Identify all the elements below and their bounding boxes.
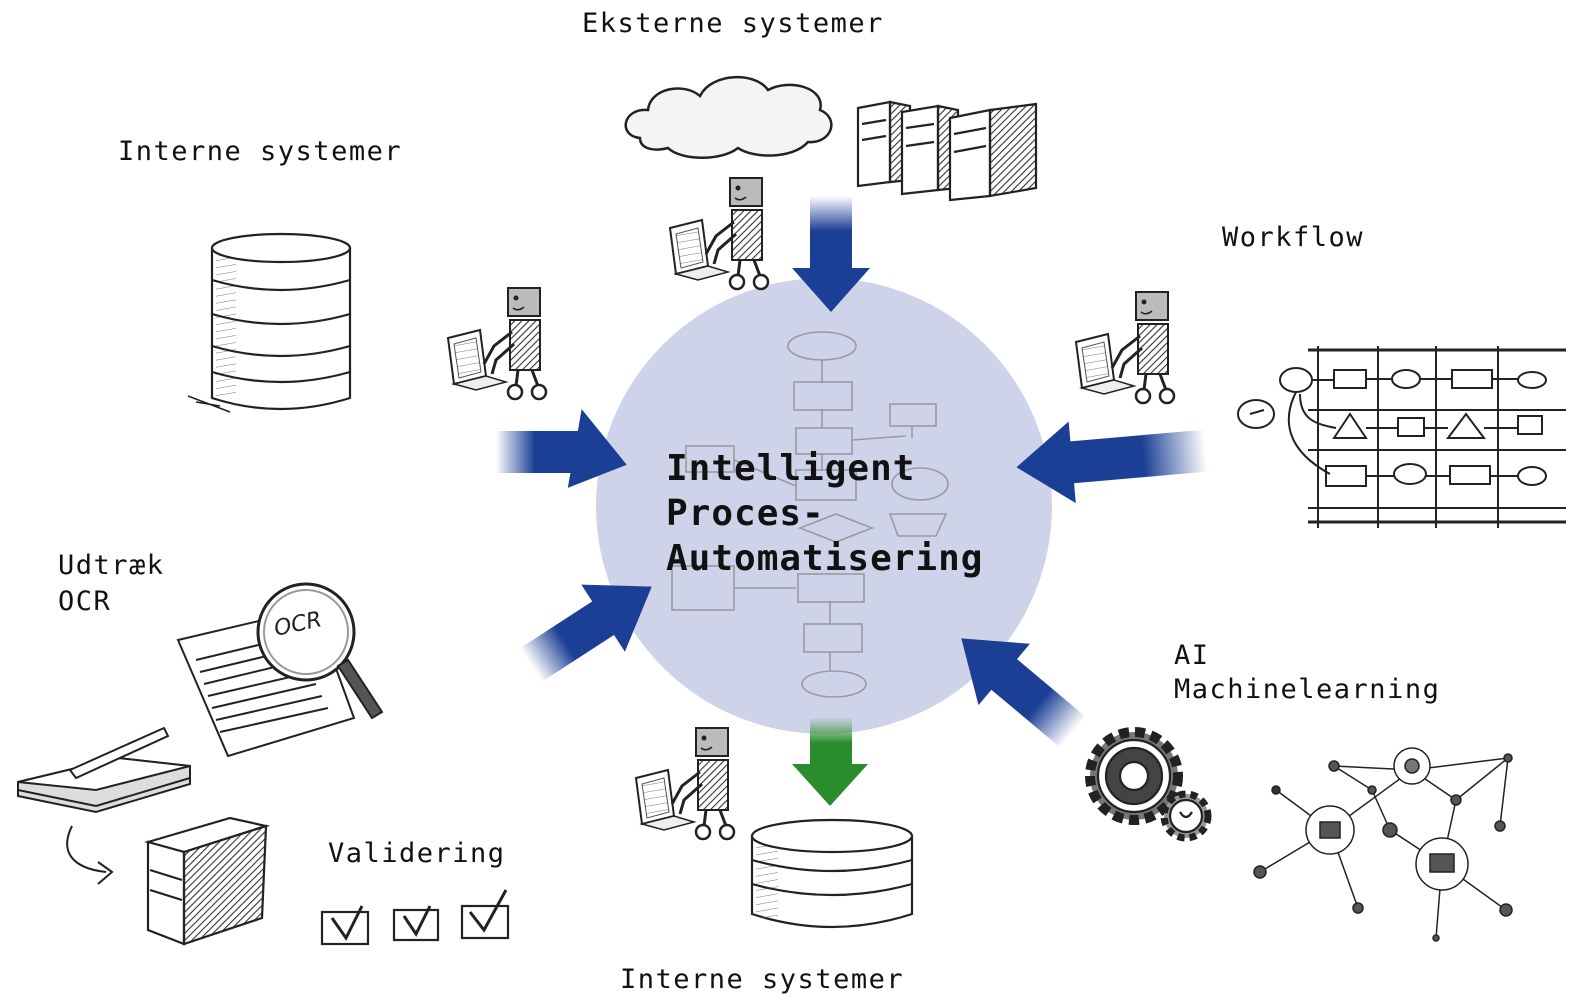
file-box-icon: [143, 816, 271, 946]
arrow-to-interne-bottom: [792, 718, 868, 806]
robot-icon-interne-bottom: [634, 726, 736, 841]
arrow-from-eksterne: [792, 196, 870, 312]
label-ocr: OCR: [58, 586, 112, 617]
flow-arrow-icon: [66, 825, 114, 885]
checkbox-3: [460, 904, 510, 940]
label-interne-systemer-bottom: Interne systemer: [620, 964, 905, 995]
arrow-from-ocr: [520, 584, 652, 682]
server-rack-icon: [856, 100, 1038, 202]
network-icon: [1253, 747, 1513, 942]
checkbox-1: [320, 910, 370, 946]
label-validering: Validering: [328, 838, 506, 869]
flowchart-sketch: [671, 331, 949, 698]
label-eksterne-systemer: Eksterne systemer: [582, 8, 884, 39]
label-interne-systemer-top: Interne systemer: [118, 136, 403, 167]
arrow-from-workflow: [1016, 421, 1208, 504]
arrow-from-interne-top: [496, 409, 627, 488]
label-workflow: Workflow: [1222, 222, 1365, 253]
magnifier-icon: [256, 582, 384, 720]
robot-icon-workflow: [1074, 290, 1176, 405]
center-title-line-1: Intelligent: [666, 448, 916, 489]
label-machinelearning: Machinelearning: [1174, 674, 1441, 705]
cloud-icon: [624, 76, 833, 159]
label-udtraek: Udtræk: [58, 550, 165, 581]
validation-checkboxes: [320, 889, 510, 946]
database-icon-bottom: [750, 818, 914, 929]
scanner-icon: [17, 726, 191, 814]
robot-icon-interne-top: [446, 286, 548, 401]
gears-icon: [1085, 727, 1212, 842]
label-ai: AI: [1174, 640, 1210, 671]
database-icon-top: [187, 232, 352, 413]
central-circle: [596, 278, 1052, 734]
workflow-diagram-icon: [1237, 346, 1566, 528]
center-title-line-2: Proces-: [666, 493, 825, 534]
center-title-line-3: Automatisering: [666, 538, 984, 579]
robot-icon-eksterne: [668, 176, 770, 291]
center-title: Intelligent Proces- Automatisering: [666, 446, 983, 581]
arrow-from-ai: [961, 638, 1087, 748]
